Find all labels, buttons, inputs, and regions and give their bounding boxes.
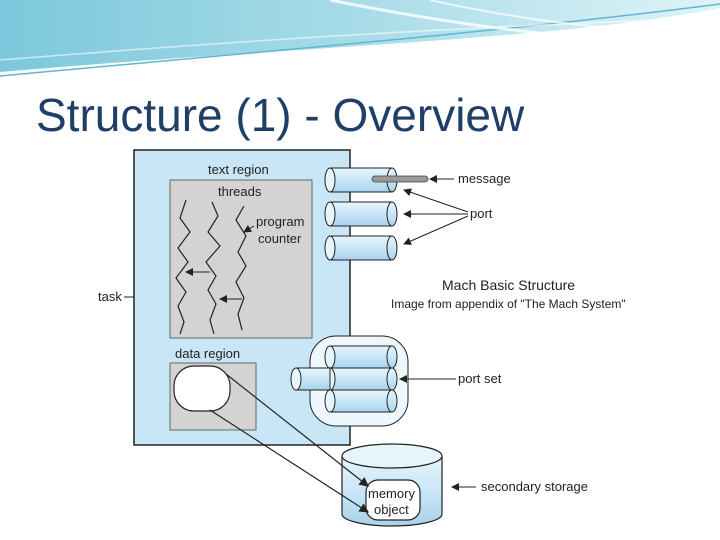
port-set-label: port set [458,371,502,386]
port-label: port [470,206,493,221]
port-arrow-1 [403,188,469,213]
message-bar [371,175,429,183]
pc-arrow-3 [243,224,255,233]
diagram-caption: Mach Basic Structure [442,277,575,293]
port-set-port-1 [324,345,398,369]
task-label: task [98,289,122,304]
object-label: object [374,502,409,517]
thread-line-1 [175,199,191,335]
port-arrow-3 [403,215,469,245]
diagram-source: Image from appendix of "The Mach System" [391,297,626,311]
port-set-port-3 [324,389,398,413]
threads-label: threads [218,184,262,199]
port-3 [324,235,398,261]
program-label: program [256,214,304,229]
text-region [169,179,313,339]
thread-line-3 [235,205,247,331]
thread-line-2 [205,201,221,335]
port-set-port-2 [324,367,398,391]
text-region-label: text region [208,162,269,177]
map-line-2 [209,409,370,513]
header-decoration [0,0,720,77]
port-2 [324,201,398,227]
port-set-port-left [290,367,331,391]
message-label: message [458,171,511,186]
slide-title: Structure (1) - Overview [36,89,525,141]
memory-blob [173,365,231,412]
memory-label: memory [368,486,415,501]
secondary-storage-label: secondary storage [481,479,588,494]
data-region-label: data region [175,346,240,361]
counter-label: counter [258,231,302,246]
map-line-1 [225,373,369,487]
memory-object-box [365,479,421,521]
